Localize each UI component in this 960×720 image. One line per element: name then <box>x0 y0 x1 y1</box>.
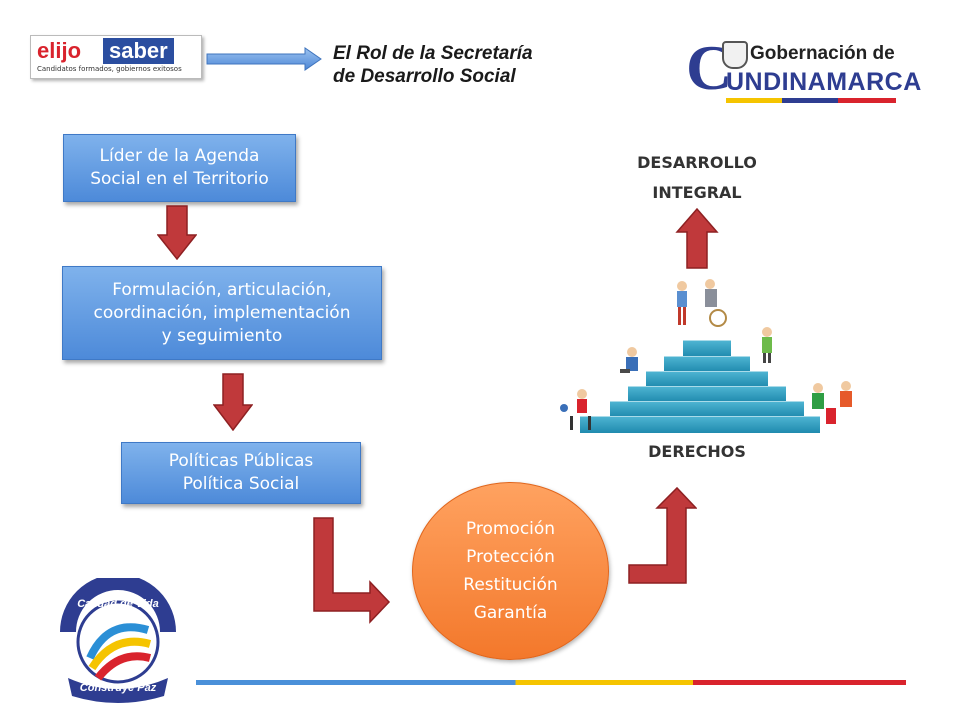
calidad-de-vida-logo: Calidad de Vida Construye Paz <box>58 578 178 706</box>
box2-line-3: y seguimiento <box>161 325 283 346</box>
circle-line-2: Protección <box>466 547 555 567</box>
desarrollo-integral-label: DESARROLLO INTEGRAL <box>617 148 777 208</box>
pyramid-step <box>683 340 731 357</box>
arrow-down-icon <box>213 373 253 431</box>
logo-elijo-word: elijo <box>37 38 82 63</box>
rights-pyramid <box>550 270 870 440</box>
page-title: El Rol de la Secretaría de Desarrollo So… <box>333 42 633 88</box>
title-line-2: de Desarrollo Social <box>333 66 516 87</box>
pyramid-step <box>664 356 750 372</box>
pyramid-step <box>580 416 820 433</box>
elijo-saber-logo: elijo saber Candidatos formados, gobiern… <box>30 35 202 79</box>
people-figures-icon <box>560 279 852 430</box>
box1-line-2: Social en el Territorio <box>90 169 269 189</box>
derechos-label: DERECHOS <box>648 442 746 461</box>
bent-arrow-right-icon <box>313 517 391 624</box>
logo-color-stripe <box>726 98 896 103</box>
pyramid-step <box>628 386 786 402</box>
box3-line-1: Políticas Públicas <box>168 451 314 471</box>
box-agenda-social: Líder de la Agenda Social en el Territor… <box>63 134 296 202</box>
logo-bottom-text: Construye Paz <box>79 682 157 694</box>
pyramid-step <box>610 401 804 417</box>
box3-line-2: Política Social <box>182 474 300 494</box>
calidad-emblem-icon <box>60 578 176 703</box>
arrow-up-icon <box>675 208 719 269</box>
header-arrow-icon <box>206 47 322 71</box>
top-label-line-1: DESARROLLO <box>637 153 757 172</box>
logo-saber-word: saber <box>103 38 174 64</box>
box2-line-2: coordinación, implementación <box>93 302 351 323</box>
logo-arc-text: Calidad de Vida <box>77 598 159 610</box>
circle-line-1: Promoción <box>465 519 556 539</box>
arrow-down-icon <box>157 205 197 260</box>
coat-of-arms-icon <box>722 41 748 69</box>
bent-arrow-up-icon <box>628 486 697 584</box>
title-line-1: El Rol de la Secretaría <box>333 43 533 64</box>
box-politicas-publicas: Políticas Públicas Política Social <box>121 442 361 504</box>
box-formulacion: Formulación, articulación, coordinación,… <box>62 266 382 360</box>
pyramid-step <box>646 371 768 387</box>
box2-line-1: Formulación, articulación, <box>112 279 332 300</box>
top-label-line-2: INTEGRAL <box>652 183 742 202</box>
logo-cundinamarca-line: UNDINAMARCA <box>726 68 922 96</box>
box1-line-1: Líder de la Agenda <box>99 146 260 166</box>
logo-gobernacion-line: Gobernación de <box>750 43 895 64</box>
gobernacion-logo: C Gobernación de UNDINAMARCA <box>686 32 921 107</box>
bottom-color-stripe <box>196 680 906 685</box>
logo-tagline: Candidatos formados, gobiernos exitosos <box>37 65 182 73</box>
circle-line-3: Restitución <box>463 575 558 595</box>
circle-line-4: Garantía <box>473 603 548 623</box>
circle-promocion: Promoción Protección Restitución Garantí… <box>412 482 609 660</box>
